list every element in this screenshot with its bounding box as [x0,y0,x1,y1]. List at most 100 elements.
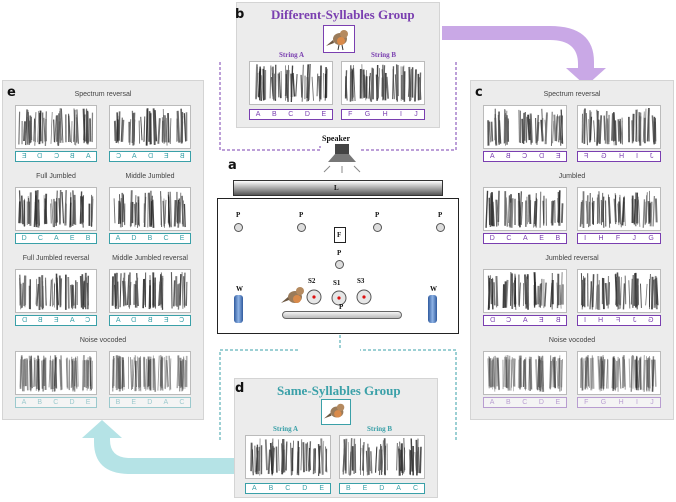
water-label: W [430,285,437,293]
spectrogram-streak [552,120,555,144]
letter: D [131,317,137,324]
letter: E [539,235,544,242]
spectrogram-streak [134,195,137,227]
spectrogram-streak [651,359,655,392]
spectrogram-streak [75,356,78,390]
spectrogram-streak [560,109,564,144]
spectrogram-graphic [580,272,659,310]
bird-icon [323,25,355,53]
caption-e-full-jumbled-reversal: Full Jumbled reversal [22,255,90,262]
spectrogram-streak [525,116,528,143]
spectrogram-streak [493,282,496,306]
spectrogram-streak [169,191,173,228]
letter: C [179,317,185,324]
spectrogram-streak [584,356,588,390]
spectrogram-streak [157,355,160,391]
letter: B [555,235,561,242]
spectrogram-streak [22,121,27,142]
caption-c-noise-vocoded: Noise vocoded [548,337,596,344]
spectrogram-streak [591,202,594,224]
letter: B [147,235,153,242]
spectrogram-streak [583,108,586,144]
spectrogram-streak [642,113,645,141]
spectrogram-streak [505,197,509,227]
letter: H [618,153,624,160]
letter: A [163,399,169,406]
spectrogram-streak [306,77,309,102]
letter: D [538,399,544,406]
panel-e-label: e [7,85,16,100]
spectrogram-streak [151,199,155,228]
base-perch: P [282,303,402,319]
spectrogram-streak [182,359,184,389]
spectrogram-streak [345,76,348,101]
spectrogram-streak [119,273,122,308]
spectrogram-streak [119,360,122,390]
spectrogram-streak [300,74,303,98]
spectrogram-streak [55,197,58,226]
spectrogram-streak [638,359,641,388]
spectrogram-streak [154,110,158,142]
letter: E [163,317,169,324]
spectrogram-streak [533,200,536,224]
spectrogram-streak [262,68,265,101]
spectrogram-streak [184,284,186,306]
light-label: L [334,184,339,192]
spectrogram-streak [277,73,280,98]
letter: B [115,399,121,406]
caption-e-middle-jumbled: Middle Jumbled [125,173,175,180]
spectrogram-streak [144,192,146,228]
spectrogram-streak [603,115,606,141]
caption-c-jumbled-reversal: Jumbled reversal [545,255,599,262]
bird-icon [321,399,351,425]
spectrogram-streak [255,64,258,100]
spectrogram-streak [36,360,39,390]
spectrogram-streak [160,272,163,305]
spectrogram-streak [33,118,35,142]
spectrogram-streak [71,285,74,308]
spectrogram-streak [120,117,123,142]
spectrogram-streak [167,113,170,143]
spectrogram-streak [654,198,658,223]
spectrogram-streak [494,357,498,390]
spectrogram-streak [534,200,537,227]
spectrogram-streak [551,200,555,226]
spectrogram-streak [61,191,65,224]
spectrogram-streak [524,359,527,390]
spectrogram-streak [119,201,121,224]
letter: I [584,235,587,242]
letter: C [522,399,528,406]
spectrogram-streak [152,108,156,145]
spectrogram-streak [123,272,126,307]
spectrogram-streak [633,199,636,225]
curved-arrow-b-to-c [442,26,606,86]
spectrogram-streak [361,64,364,99]
letter: G [600,153,607,160]
letter: A [489,153,495,160]
spectrogram-streak [322,440,325,474]
letter: G [648,317,654,324]
s1-label: S1 [333,279,341,287]
spectrogram-streak [413,69,417,102]
spectrogram-streak [82,355,85,391]
perch-icon [297,223,306,232]
spectrogram-streak [35,278,38,305]
panel-d-string-a-label: String A [273,425,299,433]
spectrogram-graphic [485,190,564,228]
spectrogram-streak [598,191,601,224]
letter: H [618,399,624,406]
letter: G [364,111,371,118]
spectrogram-streak [153,358,157,392]
spectrogram-graphic [112,355,188,392]
letter: F [615,317,621,324]
spectrogram-streak [550,358,553,388]
spectrogram-streak [184,360,187,387]
spectrogram-streak [614,193,617,223]
spectrogram-streak [173,280,176,307]
spectrogram-streak [494,108,497,145]
letter: A [131,153,137,160]
spectrogram-streak [523,274,527,305]
